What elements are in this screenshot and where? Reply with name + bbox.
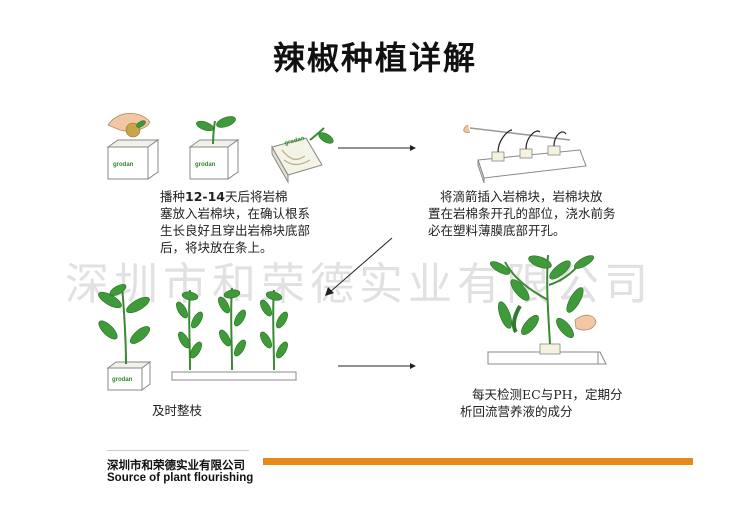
- footer-orange-bar: [263, 458, 693, 465]
- pepper-plant-block-icon: grodan: [98, 284, 152, 391]
- caption-step3: 及时整枝: [152, 403, 203, 418]
- hand-with-plug-icon: grodan: [106, 112, 160, 180]
- caption-step1: 播种12-14天后将岩棉 塞放入岩棉块，在确认根系 生长良好且穿出岩棉块底部 后…: [160, 189, 311, 255]
- brand-label-2: grodan: [195, 162, 216, 168]
- footer-rule: [107, 450, 249, 451]
- caption-step4: 每天检测EC与PH，定期分 析回流营养液的成分: [460, 387, 623, 419]
- brand-label-1: grodan: [113, 162, 134, 168]
- arrow-right-top: [338, 145, 416, 151]
- caption-step2: 将滴箭插入岩棉块，岩棉块放 置在岩棉条开孔的部位，浇水前务 必在塑料薄膜底部开孔…: [428, 189, 616, 238]
- three-plants-slab-icon: [171, 287, 297, 381]
- brand-label-4: grodan: [112, 377, 133, 383]
- footer-company: 深圳市和荣德实业有限公司: [107, 458, 245, 472]
- drip-line-icon: [463, 124, 587, 184]
- arrow-right-bottom: [338, 363, 416, 369]
- tall-pepper-plant-icon: [487, 254, 607, 365]
- rockwool-cube-icon: grodan: [271, 127, 334, 184]
- brand-label-3: grodan: [284, 136, 306, 147]
- footer-slogan: Source of plant flourishing: [107, 472, 254, 484]
- arrow-diagonal: [325, 237, 393, 296]
- page-title: 辣椒种植详解: [272, 39, 477, 77]
- seedling-block-icon: grodan: [188, 116, 240, 180]
